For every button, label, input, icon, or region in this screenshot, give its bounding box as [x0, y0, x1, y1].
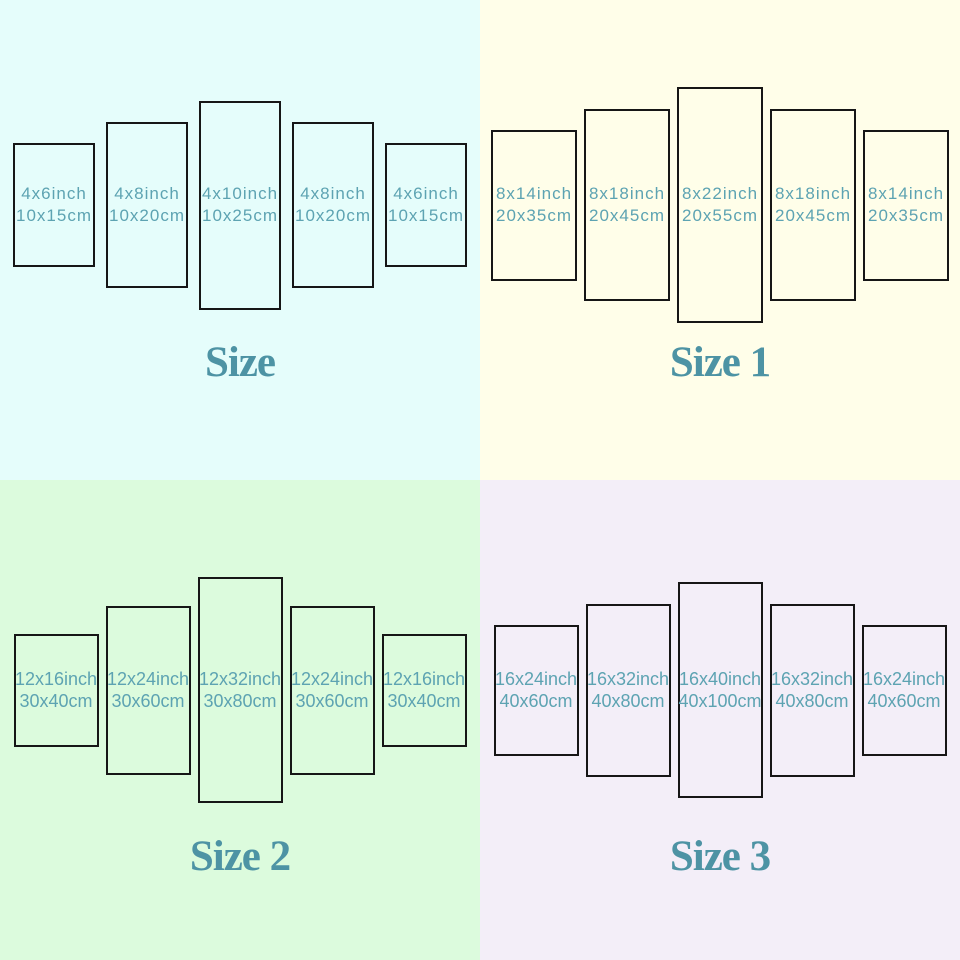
- panel: 12x16inch 30x40cm: [381, 633, 467, 747]
- panel-size-label: 4x10inch 10x25cm: [202, 183, 278, 227]
- size-cm: 30x40cm: [19, 691, 93, 711]
- panel-size-label: 12x24inch 30x60cm: [107, 668, 189, 712]
- panel-row: 8x14inch 20x35cm 8x18inch 20x45cm 8x22in…: [480, 0, 960, 410]
- size-cm: 20x45cm: [775, 206, 851, 225]
- panel-size-label: 12x16inch 30x40cm: [15, 668, 97, 712]
- section-title: Size 2: [189, 833, 291, 880]
- size-cm: 10x25cm: [202, 206, 278, 225]
- quadrant-size-3: 16x24inch 40x60cm 16x32inch 40x80cm 16x4…: [480, 480, 960, 960]
- panel-size-label: 4x6inch 10x15cm: [16, 183, 92, 227]
- size-inch: 12x24inch: [106, 669, 190, 689]
- size-cm: 10x15cm: [16, 206, 92, 225]
- size-inch: 16x24inch: [494, 669, 578, 689]
- size-cm: 30x60cm: [111, 691, 185, 711]
- panel-size-label: 16x24inch 40x60cm: [863, 668, 945, 712]
- size-cm: 30x60cm: [295, 691, 369, 711]
- panel: 16x24inch 40x60cm: [493, 624, 579, 756]
- size-inch: 8x14inch: [495, 184, 573, 203]
- panel: 16x24inch 40x60cm: [861, 624, 947, 756]
- size-cm: 40x60cm: [499, 691, 573, 711]
- size-cm: 10x20cm: [109, 206, 185, 225]
- size-inch: 16x32inch: [586, 669, 670, 689]
- panel: 4x8inch 10x20cm: [106, 122, 188, 288]
- size-cm: 10x15cm: [388, 206, 464, 225]
- size-inch: 12x16inch: [382, 669, 466, 689]
- panel-row: 12x16inch 30x40cm 12x24inch 30x60cm 12x3…: [0, 480, 480, 900]
- panel: 16x32inch 40x80cm: [585, 603, 671, 777]
- panel-size-label: 16x32inch 40x80cm: [587, 668, 669, 712]
- panel-size-label: 12x32inch 30x80cm: [199, 668, 281, 712]
- panel-size-label: 16x40inch 40x100cm: [678, 668, 761, 712]
- panel-size-label: 8x18inch 20x45cm: [775, 183, 851, 227]
- size-inch: 8x18inch: [774, 184, 852, 203]
- size-cm: 30x40cm: [387, 691, 461, 711]
- panel-size-label: 8x14inch 20x35cm: [868, 183, 944, 227]
- size-cm: 20x45cm: [589, 206, 665, 225]
- size-inch: 4x8inch: [114, 184, 180, 203]
- panel-size-label: 12x24inch 30x60cm: [291, 668, 373, 712]
- panel-size-label: 4x8inch 10x20cm: [109, 183, 185, 227]
- size-inch: 4x8inch: [300, 184, 366, 203]
- size-inch: 12x24inch: [290, 669, 374, 689]
- panel: 12x32inch 30x80cm: [197, 577, 283, 803]
- panel-size-label: 4x6inch 10x15cm: [388, 183, 464, 227]
- panel-size-label: 12x16inch 30x40cm: [383, 668, 465, 712]
- section-title: Size: [204, 339, 276, 386]
- panel-size-label: 8x22inch 20x55cm: [682, 183, 758, 227]
- size-inch: 12x16inch: [14, 669, 98, 689]
- size-inch: 16x32inch: [770, 669, 854, 689]
- panel: 8x14inch 20x35cm: [491, 129, 577, 281]
- quadrant-size-1: 8x14inch 20x35cm 8x18inch 20x45cm 8x22in…: [480, 0, 960, 480]
- panel: 4x6inch 10x15cm: [13, 143, 95, 267]
- size-cm: 20x55cm: [682, 206, 758, 225]
- size-inch: 12x32inch: [198, 669, 282, 689]
- panel-size-label: 16x32inch 40x80cm: [771, 668, 853, 712]
- size-inch: 4x6inch: [393, 184, 459, 203]
- size-inch: 16x24inch: [862, 669, 946, 689]
- size-cm: 10x20cm: [295, 206, 371, 225]
- panel: 16x40inch 40x100cm: [677, 582, 763, 798]
- size-cm: 40x60cm: [867, 691, 941, 711]
- panel-row: 16x24inch 40x60cm 16x32inch 40x80cm 16x4…: [480, 480, 960, 900]
- panel: 12x16inch 30x40cm: [13, 633, 99, 747]
- size-inch: 8x22inch: [681, 184, 759, 203]
- panel-size-label: 8x18inch 20x45cm: [589, 183, 665, 227]
- section-title: Size 3: [669, 833, 771, 880]
- panel: 4x10inch 10x25cm: [199, 100, 281, 310]
- size-cm: 30x80cm: [203, 691, 277, 711]
- size-inch: 8x18inch: [588, 184, 666, 203]
- size-cm: 40x80cm: [591, 691, 665, 711]
- panel: 4x8inch 10x20cm: [292, 122, 374, 288]
- panel-size-label: 8x14inch 20x35cm: [496, 183, 572, 227]
- size-inch: 4x10inch: [201, 184, 279, 203]
- panel: 8x18inch 20x45cm: [770, 109, 856, 301]
- size-cm: 40x80cm: [775, 691, 849, 711]
- panel-size-label: 16x24inch 40x60cm: [495, 668, 577, 712]
- panel: 4x6inch 10x15cm: [385, 143, 467, 267]
- section-title: Size 1: [669, 339, 771, 386]
- size-cm: 20x35cm: [868, 206, 944, 225]
- panel: 12x24inch 30x60cm: [289, 605, 375, 775]
- size-inch: 16x40inch: [678, 669, 762, 689]
- panel: 8x14inch 20x35cm: [863, 129, 949, 281]
- size-inch: 8x14inch: [867, 184, 945, 203]
- size-cm: 40x100cm: [678, 691, 762, 711]
- size-cm: 20x35cm: [496, 206, 572, 225]
- quadrant-size: 4x6inch 10x15cm 4x8inch 10x20cm 4x10inch…: [0, 0, 480, 480]
- quadrant-size-2: 12x16inch 30x40cm 12x24inch 30x60cm 12x3…: [0, 480, 480, 960]
- panel: 8x22inch 20x55cm: [677, 87, 763, 323]
- panel: 8x18inch 20x45cm: [584, 109, 670, 301]
- panel-size-label: 4x8inch 10x20cm: [295, 183, 371, 227]
- panel-row: 4x6inch 10x15cm 4x8inch 10x20cm 4x10inch…: [0, 0, 480, 410]
- panel: 12x24inch 30x60cm: [105, 605, 191, 775]
- panel: 16x32inch 40x80cm: [769, 603, 855, 777]
- size-inch: 4x6inch: [21, 184, 87, 203]
